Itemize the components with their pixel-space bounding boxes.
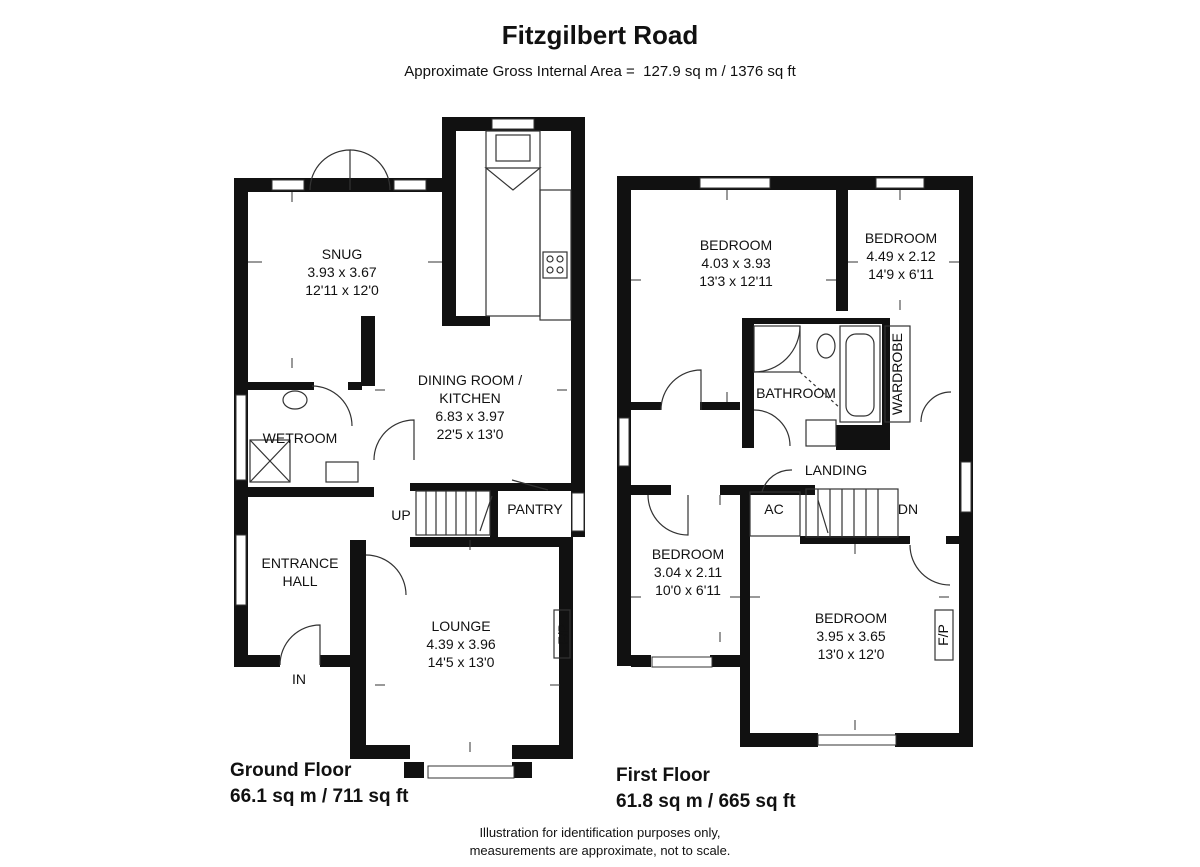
room-name-hall-2: HALL (282, 573, 317, 589)
room-imperial-lounge: 14'5 x 13'0 (428, 654, 495, 670)
first-floor-fixtures (647, 325, 954, 661)
room-name-landing: LANDING (805, 462, 867, 478)
area-summary: Approximate Gross Internal Area = 127.9 … (0, 63, 1200, 80)
room-name-snug: SNUG (322, 246, 362, 262)
room-name-bedroom-4: BEDROOM (815, 610, 887, 626)
room-metric-bedroom-2: 4.49 x 2.12 (866, 248, 935, 264)
room-name-bedroom-1: BEDROOM (700, 237, 772, 253)
room-name-wetroom: WETROOM (263, 430, 338, 446)
room-imperial-bedroom-1: 13'3 x 12'11 (699, 273, 773, 289)
ground-floor-dimension-arrows (248, 192, 567, 752)
first-floor-label: First Floor (616, 765, 710, 786)
room-imperial-dining: 22'5 x 13'0 (437, 426, 504, 442)
ground-floor-walls (234, 117, 585, 778)
fireplace-ground-label: F/P (555, 623, 571, 645)
room-name-kitchen: KITCHEN (439, 390, 500, 406)
first-floor-area: 61.8 sq m / 665 sq ft (616, 791, 796, 812)
first-floor-dimension-arrows (631, 190, 959, 730)
room-name-bathroom: BATHROOM (756, 385, 836, 401)
airing-cupboard-label: AC (764, 501, 783, 517)
room-metric-snug: 3.93 x 3.67 (307, 264, 376, 280)
stairs-up-label: UP (391, 507, 410, 523)
room-metric-lounge: 4.39 x 3.96 (426, 636, 495, 652)
room-name-bedroom-3: BEDROOM (652, 546, 724, 562)
disclaimer-line-2: measurements are approximate, not to sca… (469, 843, 731, 858)
room-name-wardrobe: WARDROBE (889, 333, 905, 415)
room-metric-bedroom-3: 3.04 x 2.11 (654, 564, 722, 580)
page-title: Fitzgilbert Road (501, 20, 699, 50)
entrance-in-label: IN (292, 671, 306, 687)
area-label: Approximate Gross Internal Area = (404, 63, 635, 80)
ground-floor-fixtures (249, 130, 572, 666)
room-metric-dining: 6.83 x 3.97 (435, 408, 504, 424)
room-imperial-bedroom-2: 14'9 x 6'11 (868, 266, 934, 282)
room-imperial-bedroom-3: 10'0 x 6'11 (655, 582, 721, 598)
room-name-lounge: LOUNGE (431, 618, 490, 634)
ground-floor-area: 66.1 sq m / 711 sq ft (230, 786, 409, 807)
fireplace-first-label: F/P (935, 624, 951, 646)
room-name-hall-1: ENTRANCE (261, 555, 338, 571)
room-metric-bedroom-1: 4.03 x 3.93 (701, 255, 770, 271)
area-value: 127.9 sq m / 1376 sq ft (643, 63, 796, 80)
ground-floor-label: Ground Floor (230, 760, 352, 781)
room-name-bedroom-2: BEDROOM (865, 230, 937, 246)
room-imperial-snug: 12'11 x 12'0 (305, 282, 379, 298)
stairs-down-label: DN (898, 501, 918, 517)
disclaimer-line-1: Illustration for identification purposes… (479, 825, 721, 840)
room-metric-bedroom-4: 3.95 x 3.65 (816, 628, 885, 644)
room-imperial-bedroom-4: 13'0 x 12'0 (818, 646, 885, 662)
ground-floor-windows (235, 118, 585, 779)
room-name-dining: DINING ROOM / (418, 372, 522, 388)
room-name-pantry: PANTRY (507, 501, 563, 517)
first-floor-windows (618, 177, 972, 746)
